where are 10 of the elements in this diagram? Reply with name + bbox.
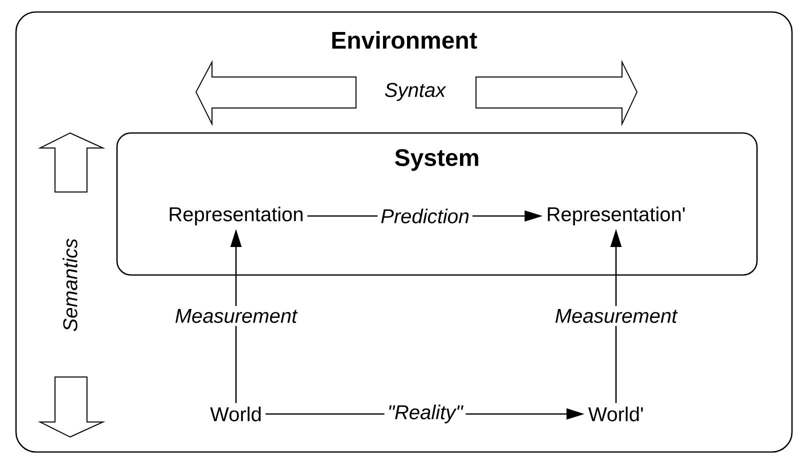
edge-label: Measurement — [552, 306, 680, 326]
edge-label: Measurement — [172, 306, 300, 326]
concept-label: Representation — [170, 206, 302, 226]
concept-label: World' — [588, 406, 643, 422]
axis-label: Syntax — [385, 82, 446, 102]
edge-label: "Reality" — [384, 402, 466, 426]
concept-label: World — [210, 406, 261, 422]
concept-label: Representation' — [548, 206, 685, 226]
edge-label: Prediction — [378, 206, 473, 226]
axis-label: Semantics — [62, 238, 78, 332]
